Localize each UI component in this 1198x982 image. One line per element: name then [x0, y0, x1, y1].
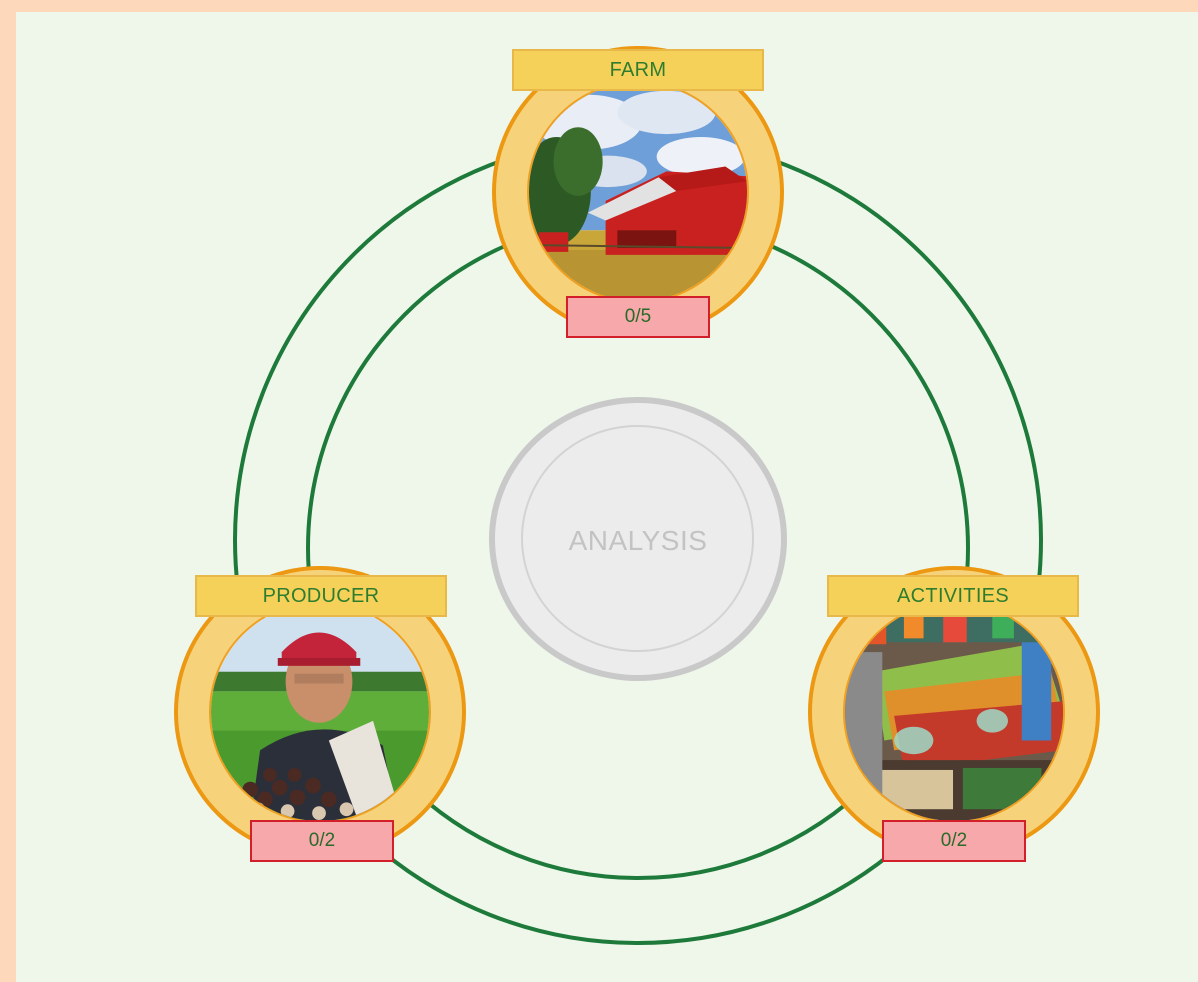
- farm-node[interactable]: FARM 0/5: [492, 46, 792, 346]
- activities-node[interactable]: ACTIVITIES 0/2: [808, 566, 1108, 866]
- analysis-label: ANALYSIS: [568, 525, 708, 556]
- farm-photo: [527, 81, 749, 303]
- farm-count-badge: 0/5: [566, 296, 710, 338]
- analysis-circle[interactable]: ANALYSIS: [489, 397, 787, 681]
- activities-photo: [843, 601, 1065, 823]
- activities-title: ACTIVITIES: [827, 575, 1079, 617]
- farm-title: FARM: [512, 49, 764, 91]
- activities-count-badge: 0/2: [882, 820, 1026, 862]
- producer-photo: [209, 601, 431, 823]
- producer-node[interactable]: PRODUCER 0/2: [174, 566, 474, 866]
- producer-title: PRODUCER: [195, 575, 447, 617]
- analysis-inner-ring: [521, 425, 754, 652]
- producer-count-badge: 0/2: [250, 820, 394, 862]
